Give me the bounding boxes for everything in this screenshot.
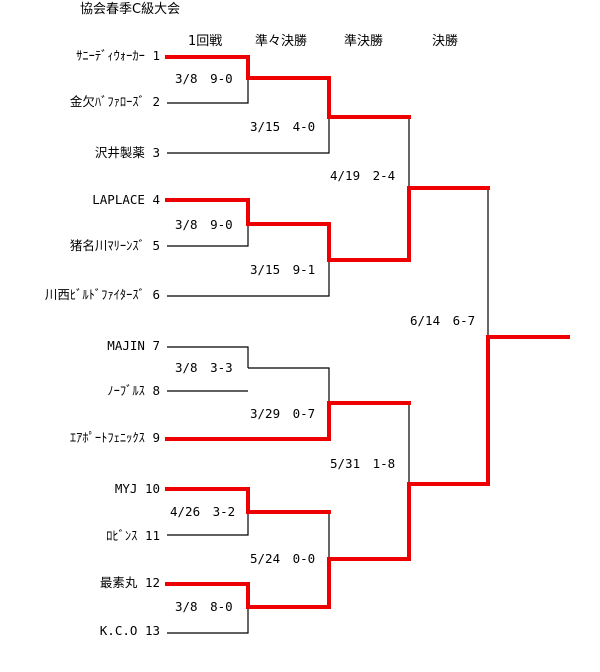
bracket-line-team-3	[167, 117, 330, 154]
match-label-sf-2: 5/31 1-8	[330, 456, 395, 471]
match-label-r1-2: 3/8 9-0	[175, 217, 233, 232]
round-header-quarterfinal: 準々決勝	[255, 33, 307, 49]
bracket-line-team-6	[167, 260, 330, 297]
bracket-line-qf3-lower	[248, 367, 330, 403]
round-header-1: 1回戦	[188, 34, 222, 49]
team-label-10: MYJ 10	[115, 481, 160, 496]
team-label-2: 金欠ﾊﾞﾌｧﾛｰｽﾞ 2	[70, 94, 160, 109]
bracket-line-team-2	[167, 78, 249, 104]
win-path-team-1	[165, 55, 411, 119]
team-label-6: 川西ﾋﾞﾙﾄﾞﾌｧｲﾀｰｽﾞ 6	[45, 287, 160, 302]
team-label-7: MAJIN 7	[107, 338, 160, 353]
match-label-final: 6/14 6-7	[410, 313, 475, 328]
match-label-r1-5: 3/8 8-0	[175, 599, 233, 614]
round-header-semifinal: 準決勝	[344, 33, 383, 49]
bracket-line-team-7	[167, 346, 249, 368]
team-label-1: ｻﾆｰﾃﾞｨｳｫｰｶｰ 1	[76, 48, 160, 63]
match-label-r1-1: 3/8 9-0	[175, 71, 233, 86]
team-label-4: LAPLACE 4	[92, 192, 160, 207]
team-label-8: ﾉｰﾌﾞﾙｽ 8	[107, 383, 160, 398]
match-label-qf-4: 5/24 0-0	[250, 551, 315, 566]
bracket-line-team-11	[167, 512, 249, 536]
team-label-3: 沢井製薬 3	[95, 145, 160, 160]
bracket-line-team-5	[167, 224, 249, 247]
match-label-qf-2: 3/15 9-1	[250, 262, 315, 277]
match-label-qf-1: 3/15 4-0	[250, 119, 315, 134]
win-path-team-4	[165, 186, 490, 262]
match-label-r1-3: 3/8 3-3	[175, 360, 233, 375]
win-path-team-10	[165, 487, 331, 514]
match-label-r1-4: 4/26 3-2	[170, 504, 235, 519]
team-label-12: 最素丸 12	[100, 575, 160, 590]
round-header-final: 決勝	[432, 34, 458, 49]
team-label-13: K.C.O 13	[100, 623, 160, 638]
win-path-team-9	[165, 401, 411, 441]
match-label-qf-3: 3/29 0-7	[250, 406, 315, 421]
team-label-5: 猪名川ﾏﾘｰﾝｽﾞ 5	[70, 238, 160, 253]
win-path-team-12	[165, 335, 570, 609]
team-label-11: ﾛﾋﾞﾝｽ 11	[106, 528, 160, 543]
bracket-line-team-13	[167, 607, 249, 634]
team-label-9: ｴｱﾎﾟｰﾄﾌｪﾆｯｸｽ 9	[70, 430, 160, 445]
tournament-title: 協会春季C級大会	[80, 2, 180, 17]
match-label-sf-1: 4/19 2-4	[330, 168, 395, 183]
